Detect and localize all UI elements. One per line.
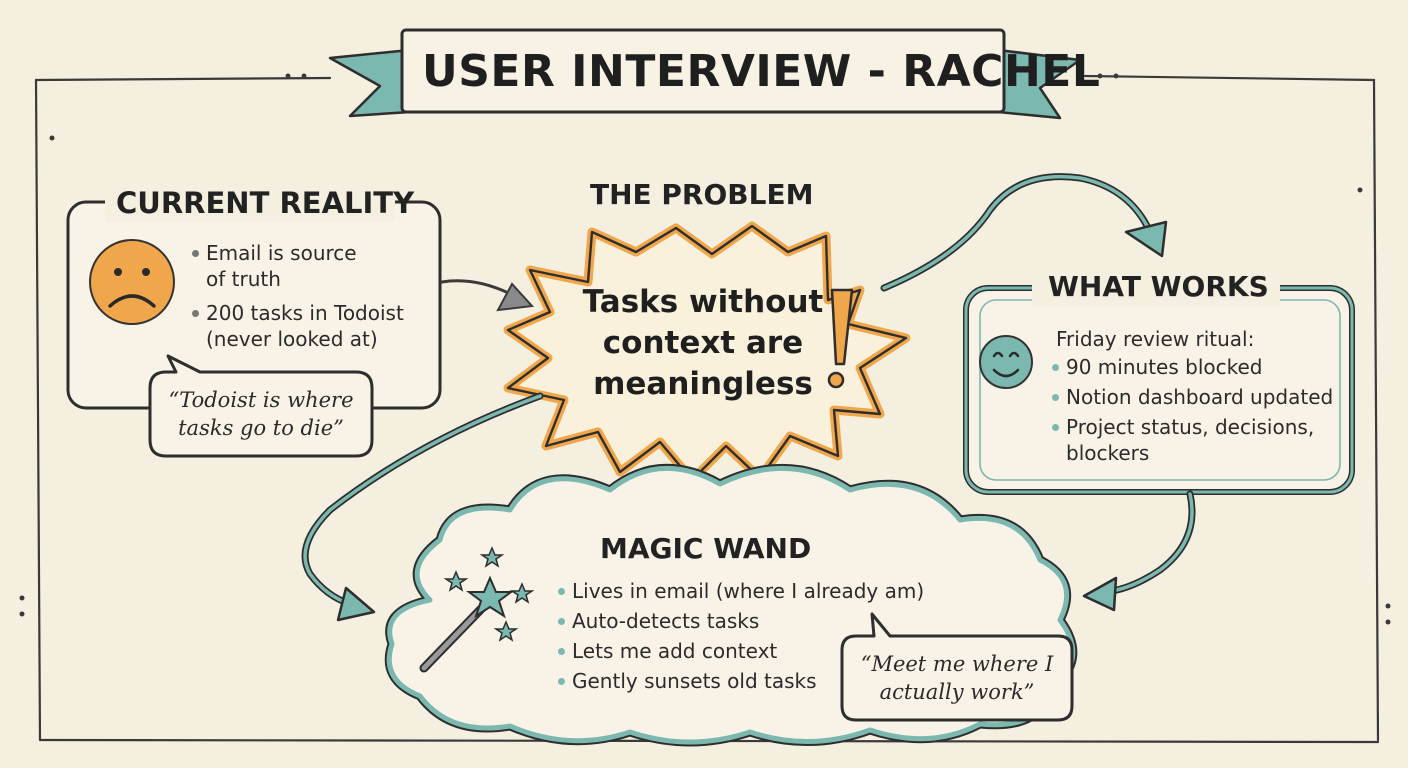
page-title: USER INTERVIEW - RACHEL [422, 46, 1101, 97]
magic-wand-heading: MAGIC WAND [600, 532, 812, 565]
current-reality-heading: CURRENT REALITY [116, 186, 415, 220]
problem-starburst [503, 221, 911, 485]
quote-bubble-todoist [148, 354, 374, 458]
list-item: Notion dashboard updated [1050, 384, 1333, 410]
quote-bubble-meet-me [840, 612, 1074, 722]
arrow-head-reality [496, 282, 535, 312]
what-works-box [963, 272, 1355, 495]
smiley-face-icon [979, 335, 1033, 389]
arrow-head-cloud-left [336, 586, 376, 622]
list-item: 200 tasks in Todoist (never looked at) [190, 300, 404, 352]
problem-heading: THE PROBLEM [590, 178, 814, 211]
list-item: Auto-detects tasks [556, 608, 924, 634]
list-item: Lives in email (where I already am) [556, 578, 924, 604]
arrow-head-works [1124, 220, 1168, 258]
current-reality-list: Email is source of truth 200 tasks in To… [190, 240, 404, 352]
list-item: 90 minutes blocked [1050, 354, 1333, 380]
list-item: Project status, decisions, blockers [1050, 414, 1333, 466]
magic-wand-list: Lives in email (where I already am) Auto… [556, 578, 924, 694]
what-works-intro: Friday review ritual: [1056, 327, 1255, 351]
list-item: Email is source of truth [190, 240, 404, 292]
decor-dots [19, 73, 1391, 625]
problem-statement: Tasks without context are meaningless [582, 284, 824, 402]
arrow-head-cloud-right [1082, 576, 1118, 612]
quote-meet-me: “Meet me where I actually work” [860, 652, 1054, 704]
magic-wand-icon [419, 546, 535, 673]
what-works-heading: WHAT WORKS [1048, 270, 1269, 303]
title-ribbon [328, 28, 1082, 120]
what-works-list: 90 minutes blocked Notion dashboard upda… [1050, 354, 1333, 466]
list-item: Gently sunsets old tasks [556, 668, 924, 694]
sad-face-icon [89, 239, 175, 325]
quote-todoist: “Todoist is where tasks go to die” [168, 388, 354, 440]
list-item: Lets me add context [556, 638, 924, 664]
exclamation-icon [827, 288, 854, 389]
